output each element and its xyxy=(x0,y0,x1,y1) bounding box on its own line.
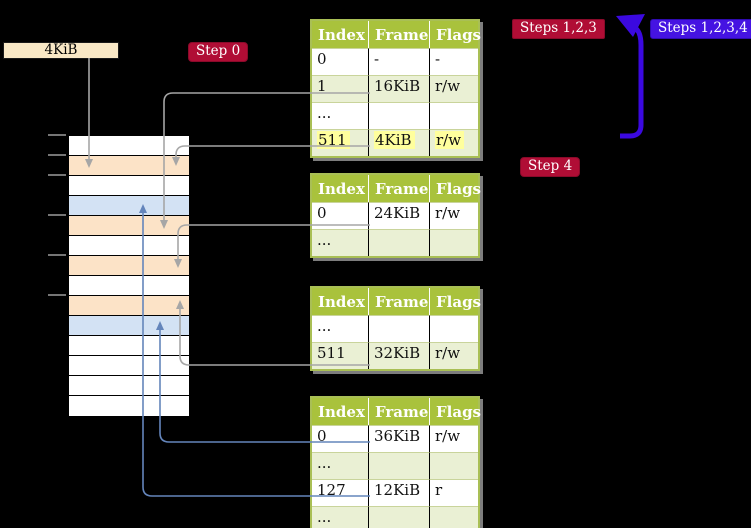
memory-frame-row-white xyxy=(69,356,189,376)
loop-arrowhead-icon xyxy=(616,14,645,37)
table-cell: 511 xyxy=(312,342,369,369)
memory-frame-row-blue xyxy=(69,316,189,336)
table-cell: 0 xyxy=(312,48,369,75)
table-cell: 12KiB xyxy=(369,479,430,506)
step4-label: Step 4 xyxy=(520,157,581,177)
table-cell: r/w xyxy=(430,75,478,102)
table-row: ... xyxy=(312,229,478,256)
memory-tick xyxy=(48,254,66,256)
table-row: ... xyxy=(312,452,478,479)
table-header-cell: Flags xyxy=(430,21,481,48)
table-cell: 0 xyxy=(312,202,369,229)
table-row: ... xyxy=(312,506,478,528)
memory-tick xyxy=(48,134,66,136)
table-header-cell: Index xyxy=(312,175,369,202)
table-cell: ... xyxy=(312,229,369,256)
table-cell: 32KiB xyxy=(369,342,430,369)
memory-tick xyxy=(48,294,66,296)
highlighted-value: r/w xyxy=(435,131,465,149)
memory-frame-row-white xyxy=(69,336,189,356)
memory-frame-row-orange xyxy=(69,296,189,316)
highlighted-value: 4KiB xyxy=(374,131,415,149)
table-cell: r/w xyxy=(430,425,478,452)
memory-tick xyxy=(48,174,66,176)
table-header-cell: Index xyxy=(312,288,369,315)
table-cell: r/w xyxy=(430,342,478,369)
memory-frame-row-orange xyxy=(69,156,189,176)
table-header-cell: Flags xyxy=(430,175,481,202)
table-cell: r/w xyxy=(430,202,478,229)
table-cell: 0 xyxy=(312,425,369,452)
memory-frame-row-white xyxy=(69,276,189,296)
table-header-cell: Frame xyxy=(369,288,430,315)
table-row: ... xyxy=(312,315,478,342)
table-cell xyxy=(369,102,430,129)
table-cell xyxy=(369,452,430,479)
table-cell xyxy=(369,315,430,342)
table-cell: - xyxy=(369,48,430,75)
table-row: 0-- xyxy=(312,48,478,75)
table-header-cell: Flags xyxy=(430,288,481,315)
table-cell: - xyxy=(430,48,478,75)
table-cell xyxy=(430,102,478,129)
memory-frame-row-blue xyxy=(69,196,189,216)
table-cell: ... xyxy=(312,315,369,342)
table-cell: ... xyxy=(312,102,369,129)
table-cell xyxy=(369,506,430,528)
memory-tick xyxy=(48,214,66,216)
memory-frame-row-white xyxy=(69,396,189,416)
physical-memory-column xyxy=(68,135,190,416)
table-cell: r xyxy=(430,479,478,506)
table-header-cell: Frame xyxy=(369,175,430,202)
table-row: ... xyxy=(312,102,478,129)
table-cell: ... xyxy=(312,452,369,479)
table-cell: 16KiB xyxy=(369,75,430,102)
table-cell xyxy=(430,452,478,479)
memory-frame-row-white xyxy=(69,136,189,156)
table-cell: 511 xyxy=(312,129,369,156)
table-cell xyxy=(430,315,478,342)
table-cell: 36KiB xyxy=(369,425,430,452)
table-cell: 127 xyxy=(312,479,369,506)
steps1234-label: Steps 1,2,3,4 xyxy=(650,19,751,39)
table-cell: 1 xyxy=(312,75,369,102)
table-cell: r/w xyxy=(430,129,478,156)
memory-tick xyxy=(48,154,66,156)
table-header-cell: Index xyxy=(312,398,369,425)
steps123-label: Steps 1,2,3 xyxy=(512,19,605,39)
table-cell: 4KiB xyxy=(369,129,430,156)
table-row: 511 4KiB r/w xyxy=(312,129,478,156)
table-cell xyxy=(430,506,478,528)
table-cell xyxy=(369,229,430,256)
table-cell xyxy=(430,229,478,256)
memory-frame-row-white xyxy=(69,176,189,196)
memory-frame-row-white xyxy=(69,236,189,256)
table-header-cell: Flags xyxy=(430,398,481,425)
table-header-cell: Frame xyxy=(369,21,430,48)
memory-frame-row-orange xyxy=(69,256,189,276)
memory-frame-row-white xyxy=(69,376,189,396)
loop-arrow xyxy=(620,24,644,139)
memory-frame-row-orange xyxy=(69,216,189,236)
table-cell: 24KiB xyxy=(369,202,430,229)
step0-label: Step 0 xyxy=(188,42,249,62)
highlighted-value: 511 xyxy=(317,131,350,149)
frame-size-box: 4KiB xyxy=(3,42,119,59)
table-header-cell: Frame xyxy=(369,398,430,425)
table-header-cell: Index xyxy=(312,21,369,48)
table-cell: ... xyxy=(312,506,369,528)
